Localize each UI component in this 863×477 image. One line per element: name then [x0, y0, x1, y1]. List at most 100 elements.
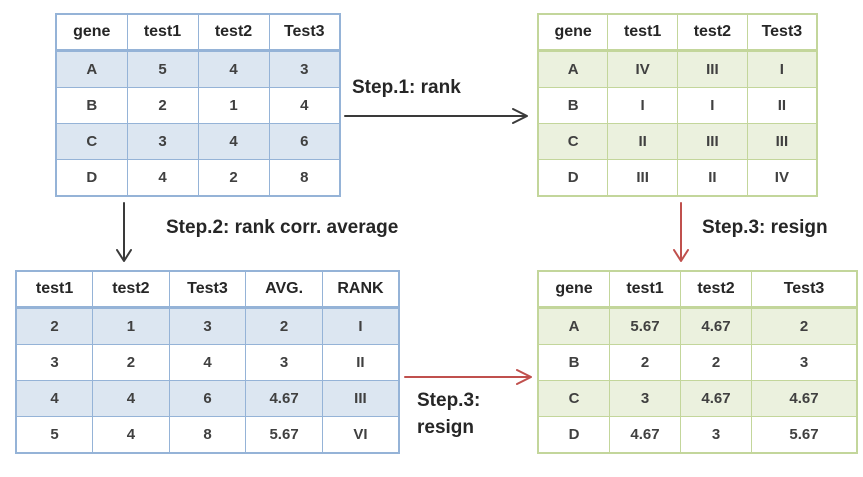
table-cell: 3: [126, 123, 199, 160]
table-cell: III: [607, 159, 678, 197]
table-cell: B: [537, 344, 610, 381]
table-cell: I: [677, 87, 748, 124]
table-cell: B: [55, 87, 128, 124]
table-cell: 3: [268, 50, 341, 88]
table-cell: 4: [197, 123, 270, 160]
table-cell: I: [746, 50, 818, 88]
table-cell: II: [746, 87, 818, 124]
step3-bottom-label-line1: Step.3:: [417, 390, 481, 411]
table-cell: C: [537, 123, 609, 160]
table-cell: D: [537, 159, 609, 197]
table-cell: C: [537, 380, 610, 417]
table-cell: II: [607, 123, 678, 160]
table-cell: C: [55, 123, 128, 160]
step2-label: Step.2: rank corr. average: [166, 217, 399, 238]
table-header-cell: gene: [537, 270, 610, 308]
step3-bottom-label: Step.3: resign: [417, 387, 480, 441]
table-cell: III: [677, 50, 748, 88]
table-cell: 5.67: [245, 416, 323, 454]
table-header-cell: test1: [607, 13, 678, 51]
table-cell: III: [677, 123, 748, 160]
table-header-cell: Test3: [746, 13, 818, 51]
table-header-cell: AVG.: [245, 270, 323, 308]
table-cell: 3: [751, 344, 858, 381]
table-cell: A: [55, 50, 128, 88]
table-cell: I: [607, 87, 678, 124]
table-cell: 2: [15, 307, 94, 345]
table-cell: IV: [607, 50, 678, 88]
table-cell: 1: [92, 307, 170, 345]
table-cell: D: [537, 416, 610, 454]
table-cell: B: [537, 87, 609, 124]
table-cell: 3: [680, 416, 752, 454]
table-cell: IV: [746, 159, 818, 197]
table-cell: 4.67: [751, 380, 858, 417]
table-cell: 4: [15, 380, 94, 417]
table-cell: 4: [92, 380, 170, 417]
table-cell: D: [55, 159, 128, 197]
table-cell: 2: [92, 344, 170, 381]
table-cell: I: [321, 307, 400, 345]
table-header-cell: Test3: [751, 270, 858, 308]
table-cell: II: [321, 344, 400, 381]
table-cell: 4: [92, 416, 170, 454]
table-cell: 6: [268, 123, 341, 160]
table-cell: VI: [321, 416, 400, 454]
table-cell: 5: [126, 50, 199, 88]
step3-bottom-label-line2: resign: [417, 417, 475, 438]
table-cell: A: [537, 307, 610, 345]
table-cell: 4.67: [609, 416, 681, 454]
table-header-cell: Test3: [168, 270, 247, 308]
table-header-cell: test1: [15, 270, 94, 308]
table-cell: 4.67: [245, 380, 323, 417]
table-cell: 4: [197, 50, 270, 88]
table-header-cell: Test3: [268, 13, 341, 51]
step1-label: Step.1: rank: [352, 77, 461, 98]
table-cell: II: [677, 159, 748, 197]
step3-down-arrow-icon: [673, 202, 689, 262]
table-header-cell: test1: [126, 13, 199, 51]
table-header-cell: test2: [677, 13, 748, 51]
step2-down-arrow-icon: [116, 202, 132, 262]
table-cell: 8: [268, 159, 341, 197]
table-cell: 3: [609, 380, 681, 417]
step1-right-arrow-icon: [344, 108, 528, 124]
table-cell: 4.67: [680, 380, 752, 417]
table-cell: 2: [197, 159, 270, 197]
table-header-cell: gene: [55, 13, 128, 51]
step3-right-label: Step.3: resign: [702, 217, 828, 238]
table-cell: 3: [168, 307, 247, 345]
table-header-cell: RANK: [321, 270, 400, 308]
table-header-cell: test2: [197, 13, 270, 51]
table-cell: 4: [168, 344, 247, 381]
table-cell: 3: [15, 344, 94, 381]
table-cell: 2: [680, 344, 752, 381]
table-cell: 4: [268, 87, 341, 124]
table-cell: 2: [751, 307, 858, 345]
table-header-cell: test1: [609, 270, 681, 308]
step3-right-arrow-icon: [404, 369, 532, 385]
table-cell: 3: [245, 344, 323, 381]
table-cell: 4.67: [680, 307, 752, 345]
